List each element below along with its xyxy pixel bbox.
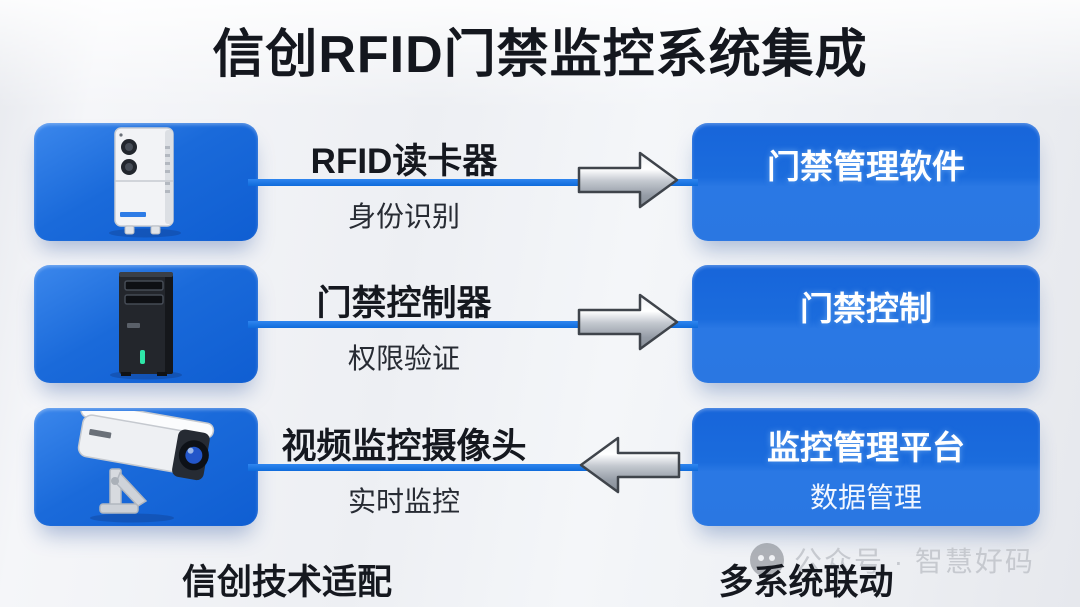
flow-connector-zone: 视频监控摄像头 实时监控 bbox=[248, 408, 698, 526]
connector-line bbox=[248, 179, 698, 186]
flow-sublabel: 权限验证 bbox=[347, 343, 460, 374]
flow-label: 门禁控制器 bbox=[316, 284, 492, 323]
arrow-left-icon bbox=[579, 436, 681, 494]
cctv-camera-icon bbox=[77, 411, 215, 523]
target-card-access-software: 门禁管理软件 bbox=[692, 123, 1040, 241]
device-card-access-controller bbox=[34, 265, 258, 383]
footer-label-right: 多系统联动 bbox=[718, 563, 894, 602]
flow-connector-zone: 门禁控制器 权限验证 bbox=[248, 265, 698, 383]
target-card-monitoring-platform: 监控管理平台 数据管理 bbox=[692, 408, 1040, 526]
flow-row-camera: 视频监控摄像头 实时监控 监控管理平台 数据管理 bbox=[0, 408, 1080, 526]
access-controller-icon bbox=[110, 272, 182, 380]
connector-line bbox=[248, 464, 698, 471]
flow-sublabel: 实时监控 bbox=[347, 486, 460, 517]
flow-connector-zone: RFID读卡器 身份识别 bbox=[248, 123, 698, 241]
target-title: 门禁管理软件 bbox=[767, 148, 965, 185]
wechat-icon bbox=[750, 543, 784, 577]
watermark: 公众号 · 智慧好码 bbox=[750, 540, 1035, 580]
flow-row-controller: 门禁控制器 权限验证 门禁控制 bbox=[0, 265, 1080, 383]
device-card-cctv-camera bbox=[34, 408, 258, 526]
arrow-right-icon bbox=[577, 151, 679, 209]
page-title: 信创RFID门禁监控系统集成 bbox=[212, 26, 868, 84]
footer-label-left: 信创技术适配 bbox=[181, 563, 392, 602]
connector-line bbox=[248, 321, 698, 328]
flow-label: 视频监控摄像头 bbox=[281, 427, 527, 466]
target-title: 监控管理平台 bbox=[767, 429, 965, 466]
watermark-text: 公众号 · 智慧好码 bbox=[794, 546, 1035, 577]
flow-sublabel: 身份识别 bbox=[347, 201, 460, 232]
flow-label: RFID读卡器 bbox=[310, 142, 498, 181]
target-card-access-control: 门禁控制 bbox=[692, 265, 1040, 383]
arrow-right-icon bbox=[577, 293, 679, 351]
device-card-rfid-reader bbox=[34, 123, 258, 241]
target-title: 门禁控制 bbox=[800, 290, 932, 327]
target-subtitle: 数据管理 bbox=[809, 482, 922, 513]
rfid-reader-icon bbox=[109, 127, 181, 238]
flow-row-rfid: RFID读卡器 身份识别 门禁管理软件 bbox=[0, 123, 1080, 241]
